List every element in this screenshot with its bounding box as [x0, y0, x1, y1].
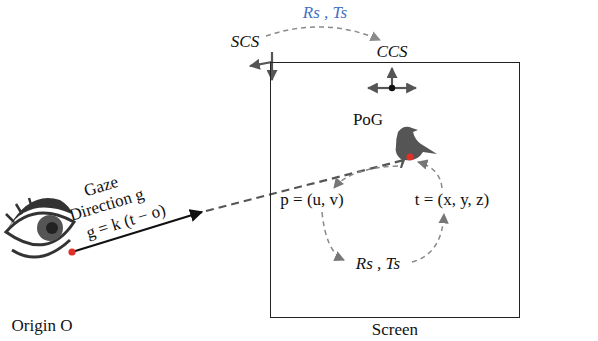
screen-label: Screen: [372, 320, 418, 340]
transform-label: Rs , Ts: [356, 255, 400, 274]
origin-dot: [68, 248, 75, 255]
frame-name: CCS: [376, 43, 407, 62]
gaze-dashed: [206, 160, 404, 211]
world-coordinate: t = (x, y, z): [415, 191, 490, 210]
pog-dot: [406, 153, 413, 160]
transform-arc: [266, 27, 380, 40]
eye-icon: [6, 198, 74, 257]
origin-label: Origin O: [12, 317, 73, 336]
transform-label: Rs , Ts: [303, 4, 347, 23]
screen-coordinate: p = (u, v): [280, 191, 343, 210]
scs-axes: [250, 52, 272, 80]
transform-cycle: [322, 162, 444, 262]
bird-icon: [396, 127, 437, 168]
frame-name: SCS: [231, 33, 259, 52]
pog-label: PoG: [353, 111, 383, 130]
ccs-origin: [389, 85, 395, 91]
